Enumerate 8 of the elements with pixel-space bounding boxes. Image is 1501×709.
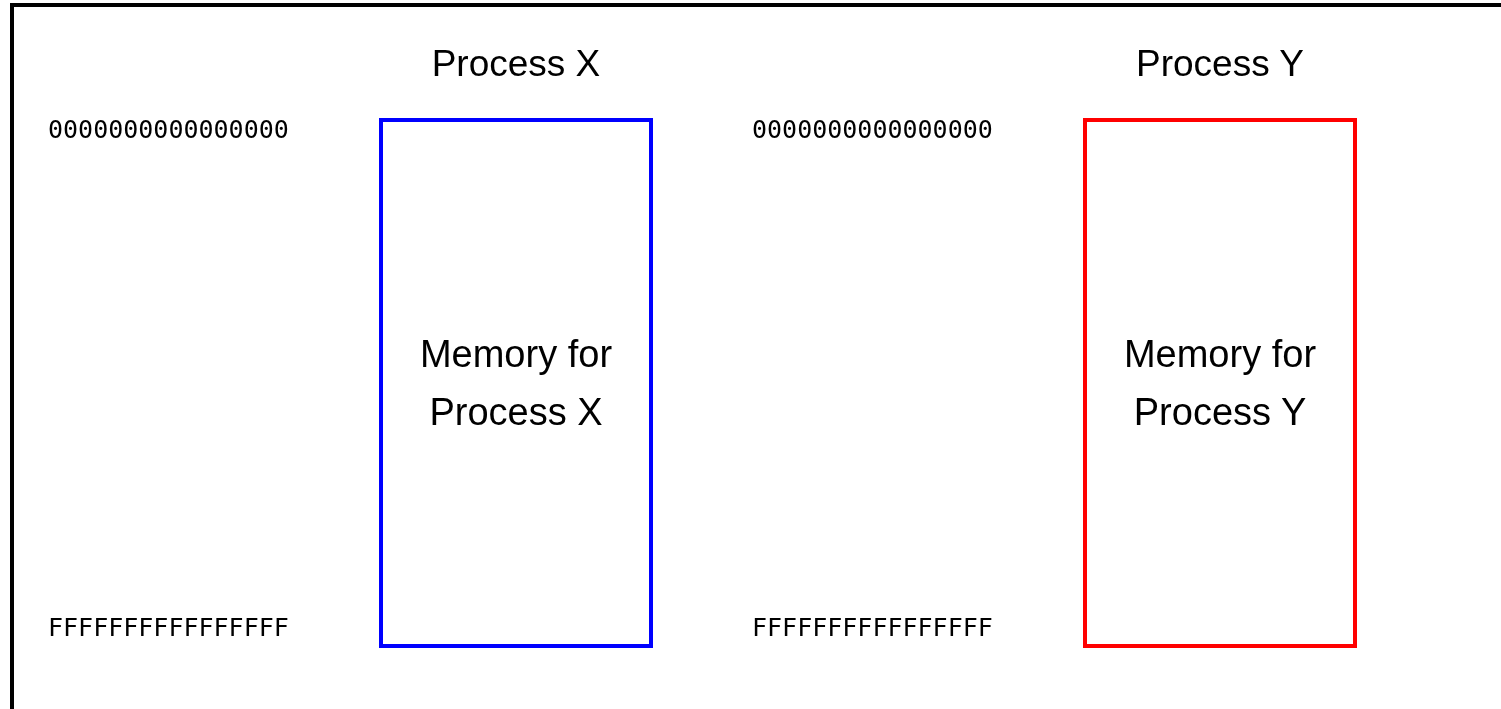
memory-label: Memory for Process X (418, 332, 614, 435)
address-label: FFFFFFFFFFFFFFFF (48, 613, 289, 643)
address-label: 0000000000000000 (752, 115, 993, 145)
address-label: FFFFFFFFFFFFFFFF (752, 613, 993, 643)
process-heading: Process X (430, 42, 602, 86)
address-label: 0000000000000000 (48, 115, 289, 145)
memory-label: Memory for Process Y (1122, 332, 1318, 435)
process-heading: Process Y (1135, 42, 1305, 86)
